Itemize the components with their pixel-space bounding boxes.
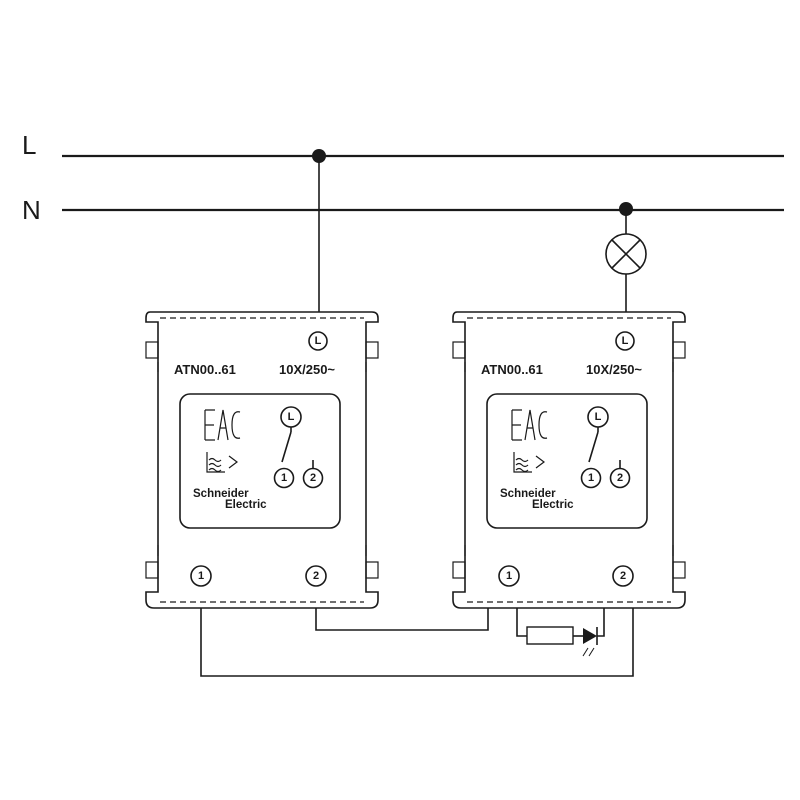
switch-1-terminal-l: L [308, 331, 328, 351]
wire-s1t2-to-s2t1 [315, 608, 489, 631]
switch-1-inner-terminal-2: 2 [310, 472, 316, 484]
switch-2-inner-terminal-l: L [595, 411, 602, 423]
switch-1-terminal-1-label: 1 [198, 570, 204, 582]
switch-2-inner-terminal-2: 2 [617, 472, 623, 484]
switch-1-brand-line2: Electric [225, 499, 267, 511]
led-branch-right [597, 608, 605, 637]
switch-2-terminal-2: 2 [612, 565, 634, 587]
switch-1-inner-terminal-1: 1 [281, 472, 287, 484]
switch-2-contact-schematic: L 1 2 [580, 406, 631, 489]
switch-1-brand-line1: Schneider [193, 488, 249, 500]
lamp-icon [605, 233, 647, 275]
switch-2-terminal-1-label: 1 [506, 570, 512, 582]
switch-module-2: L ATN00..61 10X/250~ L 1 2 [452, 311, 686, 609]
water-protection-icon [513, 452, 545, 473]
switch-2-brand-line2: Electric [532, 499, 574, 511]
line-label: L [22, 130, 36, 160]
resistor-icon [526, 626, 574, 645]
switch-1-inner-terminal-l: L [288, 411, 295, 423]
led-icon [582, 627, 598, 657]
switch-2-brand-line1: Schneider [500, 488, 556, 500]
water-protection-icon [206, 452, 238, 473]
eac-mark-icon [204, 409, 241, 441]
switch-module-1: L ATN00..61 10X/250~ L 1 [145, 311, 379, 609]
switch-2-terminal-l-label: L [622, 335, 629, 347]
switch-1-rating: 10X/250~ [279, 362, 335, 377]
led-branch-left [516, 608, 527, 637]
switch-1-model: ATN00..61 [174, 362, 236, 377]
switch-2-terminal-1: 1 [498, 565, 520, 587]
switch-2-rating: 10X/250~ [586, 362, 642, 377]
switch-1-terminal-1: 1 [190, 565, 212, 587]
switch-1-terminal-2: 2 [305, 565, 327, 587]
switch-1-contact-schematic: L 1 2 [273, 406, 324, 489]
switch-2-model: ATN00..61 [481, 362, 543, 377]
neutral-label: N [22, 195, 41, 225]
switch-1-terminal-l-label: L [315, 335, 322, 347]
eac-mark-icon [511, 409, 548, 441]
wire-s1t1-to-s2t2 [200, 608, 634, 677]
switch-2-inner-terminal-1: 1 [588, 472, 594, 484]
switch-2-terminal-l: L [615, 331, 635, 351]
switch-1-terminal-2-label: 2 [313, 570, 319, 582]
switch-2-terminal-2-label: 2 [620, 570, 626, 582]
